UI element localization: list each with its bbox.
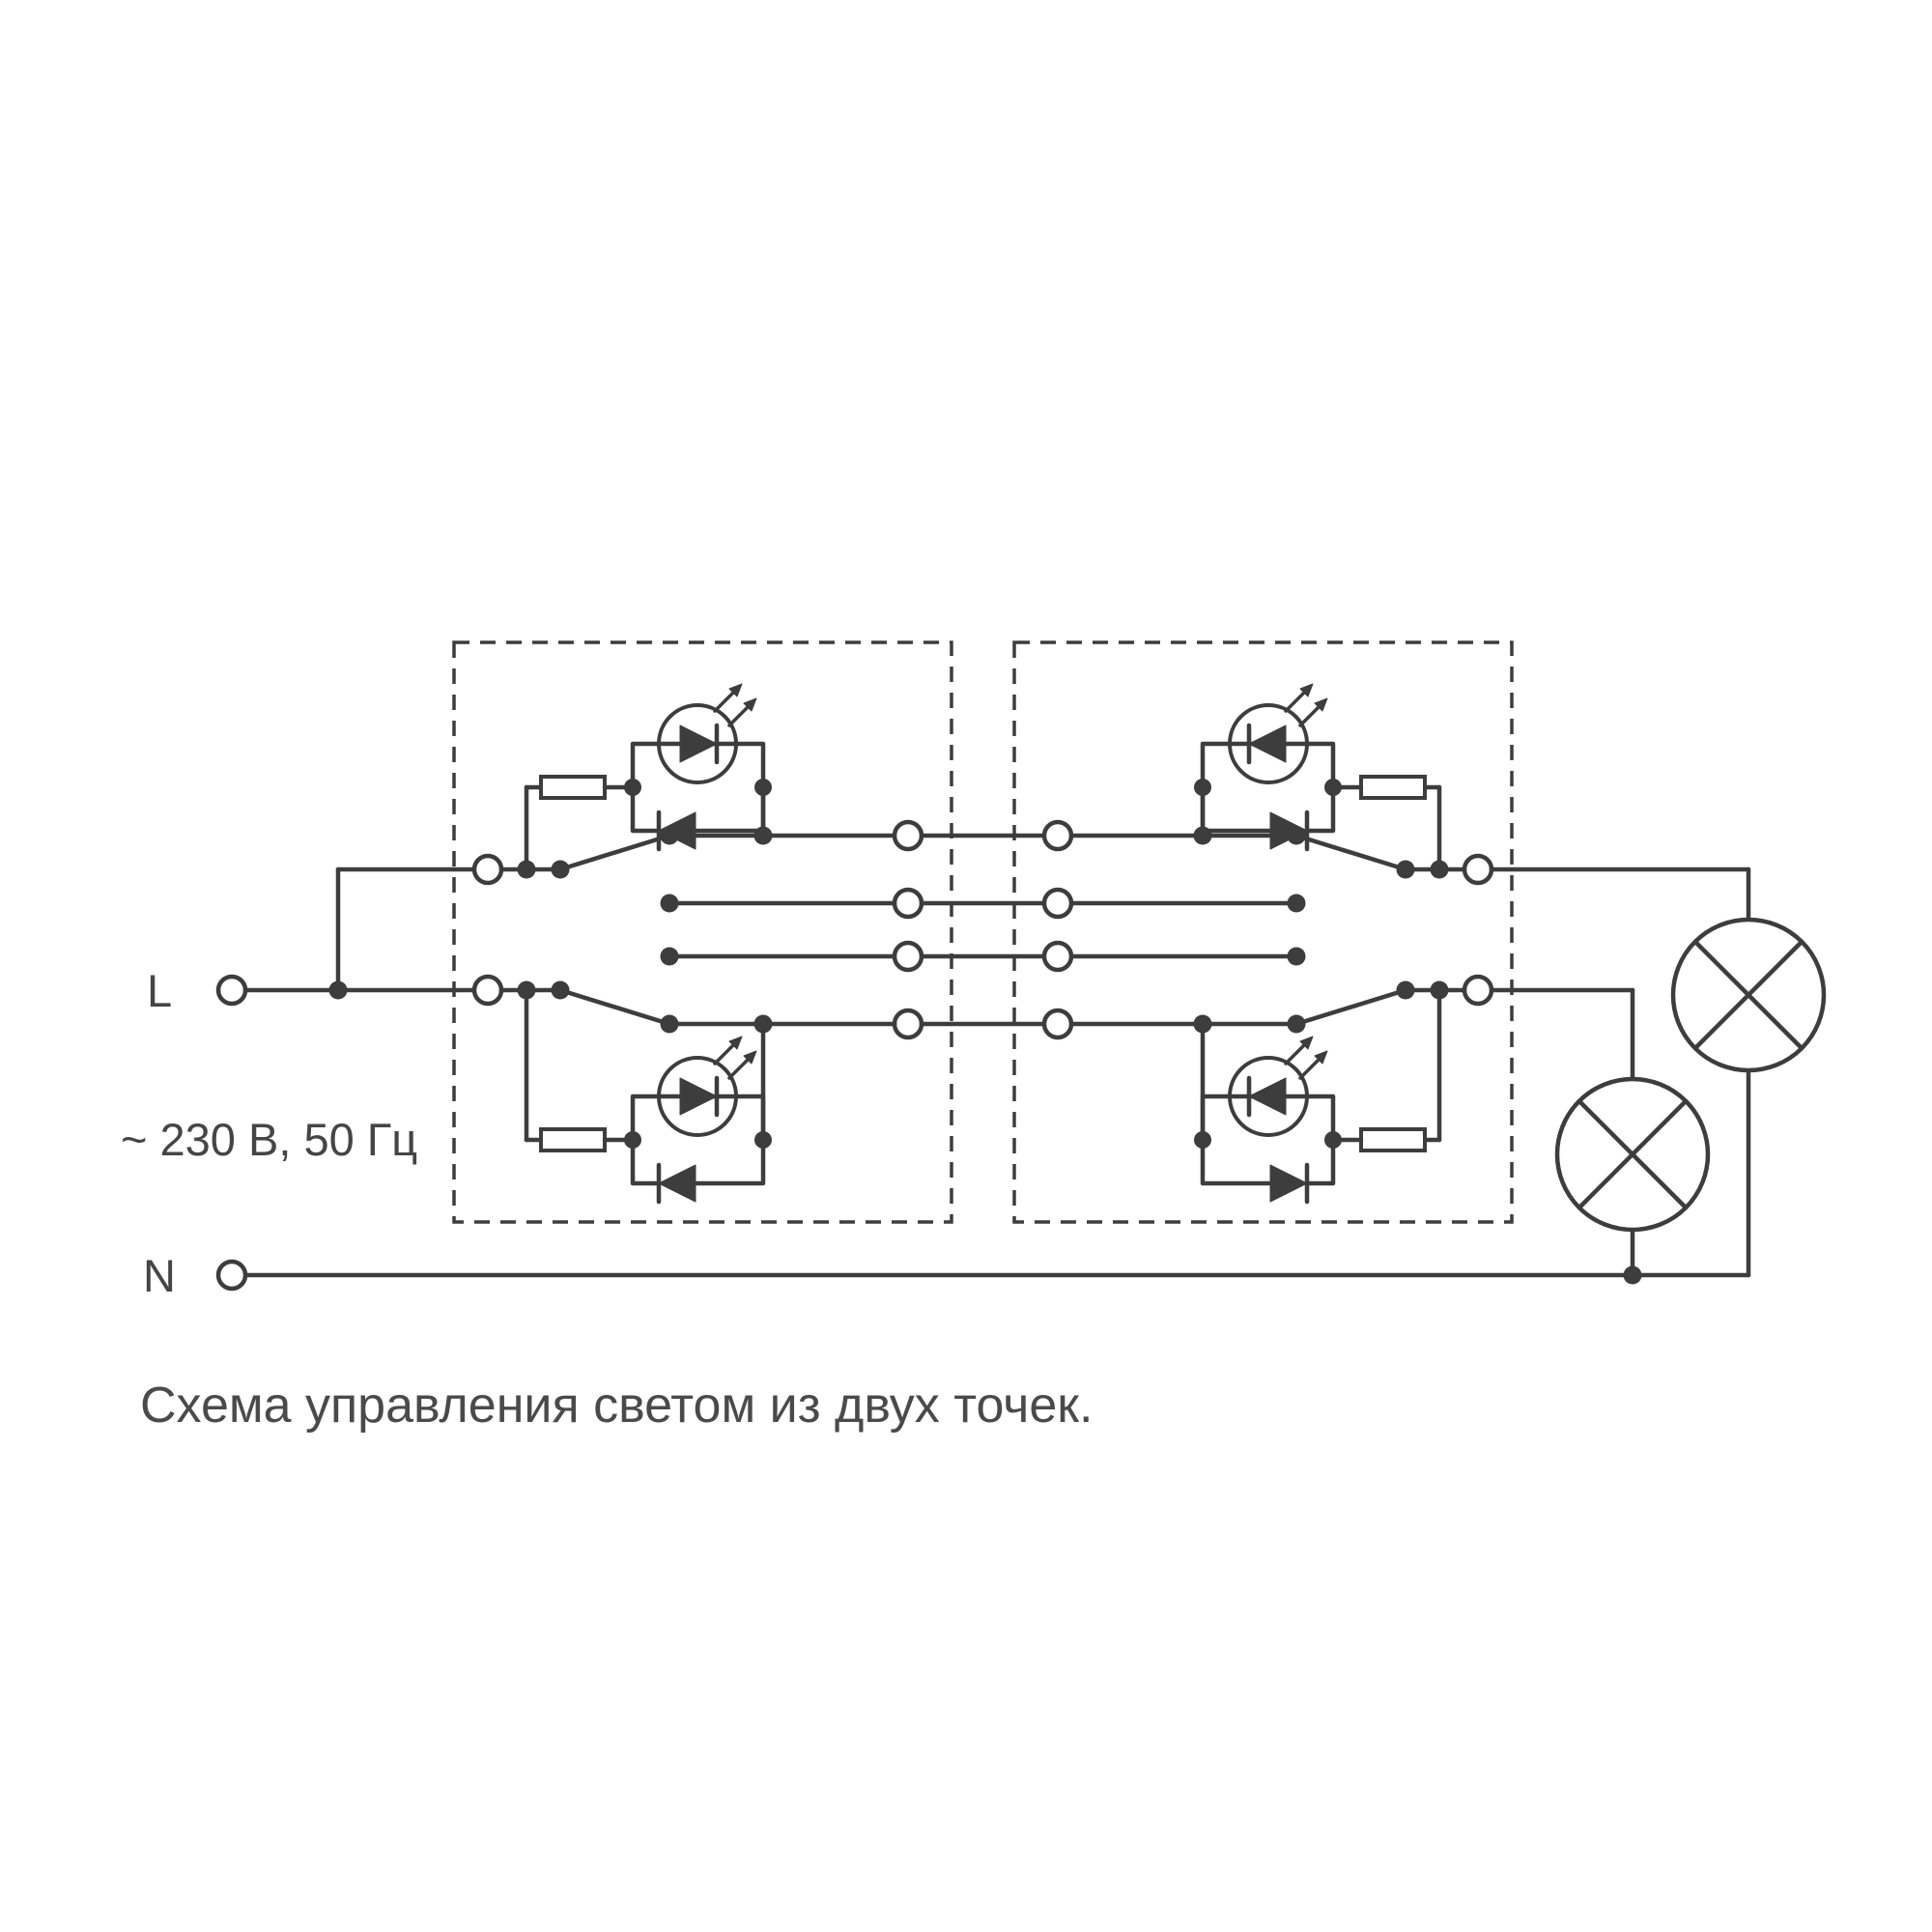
lamp-2 <box>1554 1076 1711 1233</box>
terminal <box>1462 853 1494 886</box>
led-indicator-module-bottom <box>1194 980 1449 1203</box>
junction-dot <box>328 980 348 1000</box>
two-way-switch-top <box>1068 826 1467 913</box>
switch-box-2-outline <box>1012 640 1514 1224</box>
terminal <box>892 1008 924 1040</box>
l-terminal <box>215 974 248 1007</box>
terminal <box>471 853 504 886</box>
supply-feed <box>215 867 1751 1292</box>
lamp-1 <box>1670 917 1827 1073</box>
terminal <box>1041 1008 1074 1040</box>
two-way-switch-top <box>498 826 897 913</box>
terminal <box>892 940 924 973</box>
terminal <box>471 974 504 1007</box>
terminal <box>1041 940 1074 973</box>
switch-box-1 <box>452 640 953 1224</box>
terminal <box>892 887 924 920</box>
switch-box-2 <box>1012 640 1514 1224</box>
switch-box-1-outline <box>452 640 953 1224</box>
traveller-links <box>919 833 1047 1027</box>
n-terminal <box>215 1259 248 1292</box>
diagram-caption: Схема управления светом из двух точек. <box>140 1378 1093 1434</box>
line-terminal-label: L <box>147 965 172 1016</box>
terminal <box>1462 974 1494 1007</box>
led-indicator-module-bottom <box>517 980 773 1203</box>
junction-dot <box>1623 1265 1642 1285</box>
terminal <box>892 819 924 852</box>
led-indicator-module-top <box>1194 682 1449 879</box>
two-way-switch-bottom <box>498 947 897 1034</box>
neutral-terminal-label: N <box>143 1250 176 1301</box>
terminal <box>1041 819 1074 852</box>
two-way-switch-bottom <box>1068 947 1467 1034</box>
terminal <box>1041 887 1074 920</box>
lamp-circuit <box>1489 867 1827 1285</box>
supply-voltage-label: ~ 230 В, 50 Гц <box>121 1114 417 1165</box>
led-indicator-module-top <box>517 682 773 879</box>
